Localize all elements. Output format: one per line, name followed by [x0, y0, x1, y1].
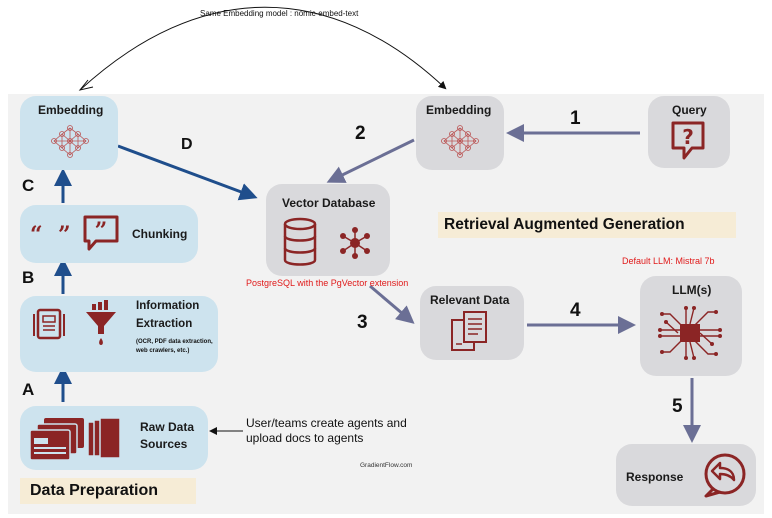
- edge-label-b: B: [22, 268, 35, 287]
- info-extraction-label-2: Extraction: [136, 318, 193, 330]
- info-extraction-detail: (OCR, PDF data extraction, web crawlers,…: [136, 339, 213, 354]
- graph-nodes-icon: [340, 227, 370, 259]
- edge-label-c: C: [22, 176, 35, 195]
- question-bubble-icon: ?: [671, 121, 705, 160]
- edge-label-3: 3: [357, 312, 368, 333]
- vector-database-box: [266, 184, 390, 276]
- close-quote-icon: ”: [58, 222, 71, 248]
- speech-bubble-quote-icon: ”: [83, 215, 119, 251]
- open-quote-icon: “: [30, 222, 43, 248]
- funnel-filter-icon: [86, 300, 116, 345]
- document-scan-icon: [33, 308, 65, 340]
- raw-data-label-1: Raw Data: [140, 420, 195, 434]
- edge-label-d: D: [181, 136, 193, 153]
- raw-data-label-2: Sources: [140, 437, 188, 451]
- edge-label-4: 4: [570, 300, 581, 321]
- relevant-data-label: Relevant Data: [430, 293, 510, 307]
- shared-model-arc: [79, 6, 447, 91]
- default-llm-annotation: Default LLM: Mistral 7b: [622, 256, 715, 266]
- data-preparation-title: Data Preparation: [20, 478, 196, 504]
- browser-windows-icon: [29, 418, 84, 461]
- info-extraction-box: [20, 296, 218, 372]
- credit-text: GradientFlow.com: [360, 462, 413, 469]
- llm-label: LLM(s): [672, 283, 712, 297]
- rag-title: Retrieval Augmented Generation: [438, 212, 736, 238]
- neural-network-icon-right: [441, 125, 479, 158]
- documents-icon: [451, 311, 487, 351]
- user-teams-note: User/teams create agents and upload docs…: [246, 416, 407, 445]
- edge-label-a: A: [22, 380, 35, 399]
- edge-label-5: 5: [672, 396, 683, 417]
- top-note: Same Embedding model : nomic-embed-text: [200, 9, 359, 18]
- response-label: Response: [626, 470, 684, 484]
- neural-network-icon: [51, 125, 89, 158]
- query-label: Query: [672, 103, 707, 117]
- database-icon: [283, 217, 317, 266]
- reply-bubble-icon: [704, 453, 746, 498]
- chunking-label: Chunking: [132, 227, 188, 241]
- arc-start-head: [78, 79, 94, 91]
- edge-label-2: 2: [355, 123, 366, 144]
- query-box: [648, 96, 730, 168]
- info-extraction-label-1: Information: [136, 300, 200, 312]
- chunking-box: [20, 205, 198, 263]
- document-stack-icon: [87, 417, 121, 459]
- embedding-left-label: Embedding: [38, 103, 104, 117]
- chip-circuit-icon: [658, 306, 722, 360]
- svg-text:?: ?: [682, 125, 694, 149]
- embedding-right-label: Embedding: [426, 103, 492, 117]
- edge-label-1: 1: [570, 108, 581, 129]
- pgvector-annotation: PostgreSQL with the PgVector extension: [246, 278, 409, 288]
- svg-text:”: ”: [95, 218, 108, 244]
- vector-database-label: Vector Database: [282, 196, 376, 210]
